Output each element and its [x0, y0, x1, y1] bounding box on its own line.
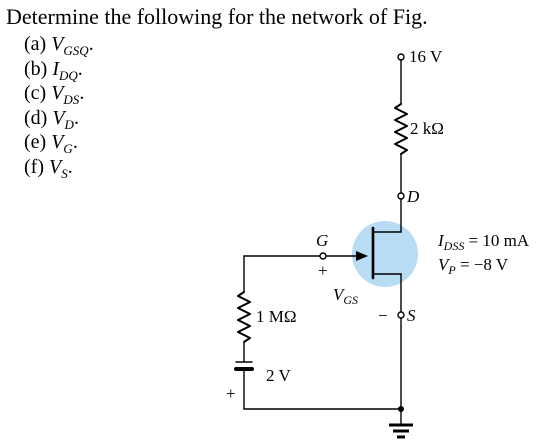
idss-subscript: DSS: [443, 239, 465, 253]
drain-terminal: [397, 192, 405, 200]
vp-spec: VP = −8 V: [438, 255, 509, 277]
question-item-a: (a) VGSQ.: [24, 33, 94, 58]
jfet-highlight: [352, 221, 418, 287]
question-symbol: V: [51, 33, 64, 55]
question-subscript: GSQ: [63, 43, 89, 58]
idss-value: = 10 mA: [464, 231, 530, 250]
junction-dot: [398, 406, 404, 412]
question-list: (a) VGSQ. (b) IDQ. (c) VDS. (d) VD. (e) …: [24, 33, 94, 181]
question-subscript: DS: [63, 92, 80, 107]
idss-symbol: I: [437, 231, 445, 250]
question-subscript: D: [64, 116, 74, 132]
question-suffix: .: [67, 155, 73, 178]
drain-resistor-label: 2 kΩ: [410, 119, 444, 138]
question-item-c: (c) VDS.: [24, 82, 94, 107]
drain-label: D: [406, 187, 420, 206]
question-suffix: .: [72, 131, 78, 153]
question-symbol: V: [52, 106, 65, 129]
source-terminal: [397, 311, 405, 319]
question-symbol: V: [51, 82, 64, 104]
drain-resistor-symbol: [394, 103, 408, 155]
supply-voltage-label: 16 V: [409, 47, 443, 66]
vp-subscript: P: [447, 263, 456, 277]
question-label: (e): [24, 131, 47, 153]
supply-terminal: [397, 53, 405, 61]
question-label: (a): [24, 33, 47, 55]
question-label: (b): [24, 57, 48, 80]
vgs-label: VGS: [333, 285, 358, 307]
question-item-f: (f) VS.: [24, 156, 94, 181]
source-label: S: [407, 306, 416, 325]
gate-label: G: [316, 231, 328, 250]
question-symbol: V: [48, 155, 62, 178]
idss-spec: IDSS = 10 mA: [437, 231, 530, 253]
ground-icon: [389, 423, 413, 439]
gate-arrow-icon: [356, 251, 368, 261]
question-label: (f): [24, 155, 44, 178]
vgs-plus-sign: +: [318, 261, 328, 280]
battery-voltage-label: 2 V: [266, 366, 291, 385]
question-item-e: (e) VG.: [24, 131, 94, 156]
gate-terminal: [319, 252, 327, 260]
question-item-d: (d) VD.: [24, 107, 94, 132]
question-label: (c): [24, 82, 47, 104]
question-label: (d): [24, 106, 48, 129]
question-symbol: I: [52, 57, 59, 80]
question-symbol: V: [51, 131, 64, 153]
question-subscript: S: [61, 165, 68, 181]
vp-value: = −8 V: [456, 255, 509, 274]
question-suffix: .: [73, 106, 79, 129]
battery-plus-sign: +: [226, 384, 236, 403]
vp-symbol: V: [438, 255, 451, 274]
gate-resistor-symbol: [237, 291, 251, 343]
question-subscript: DQ: [59, 67, 78, 83]
question-suffix: .: [77, 57, 83, 80]
question-suffix: .: [79, 82, 85, 104]
question-item-b: (b) IDQ.: [24, 58, 94, 83]
vgs-subscript: GS: [343, 293, 358, 307]
vgs-minus-sign: −: [378, 306, 388, 325]
gate-resistor-label: 1 MΩ: [256, 307, 297, 326]
question-suffix: .: [88, 33, 94, 55]
question-subscript: G: [63, 141, 73, 156]
vgs-symbol: V: [333, 285, 346, 304]
problem-prompt: Determine the following for the network …: [6, 4, 428, 29]
